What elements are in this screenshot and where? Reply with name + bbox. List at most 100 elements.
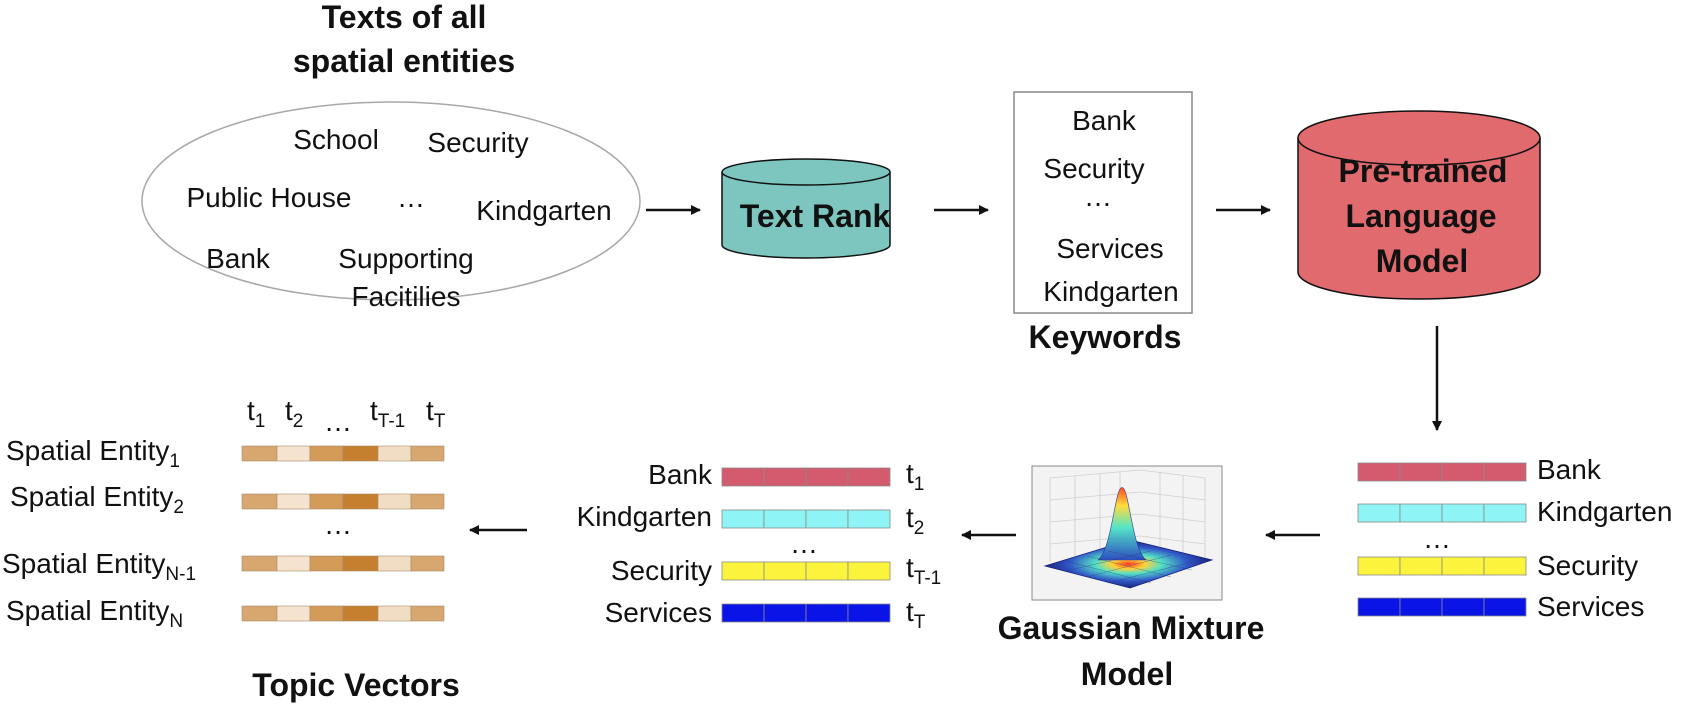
plm-label-line1: Pre-trained [1339,153,1508,189]
keywords-box: Bank Security … Services Kindgarten Keyw… [1013,91,1193,355]
topic-vector-cell [342,493,379,510]
topic-vector-cell [276,493,311,510]
topic-vector-cell [342,555,379,572]
gmm-surface-base [1043,539,1214,589]
embedding-label: Bank [1537,454,1602,485]
embedding-vector-cell [1483,503,1527,523]
topic-vector-cell [241,555,278,572]
topic-vector-cell [309,605,344,622]
entities-section: Texts of all spatial entities School Sec… [141,0,641,312]
topic-vector-cell [805,509,849,529]
tv-header-t: tT [426,395,446,432]
topic-vector-cell [410,555,445,572]
topic-vector-cell [721,561,765,581]
topic-vector-cell [342,445,379,462]
topic-vector-cell [847,467,891,487]
entity-text: Kindgarten [476,195,611,226]
topic-vector-cell [309,555,344,572]
entity-text: Bank [206,243,271,274]
topic-word-label: Services [605,597,712,628]
topic-vector-cell [721,509,765,529]
embedding-vector-cell [1357,597,1401,617]
topic-vector-cell [342,605,379,622]
tv-entity-label: Spatial EntityN-1 [2,548,196,585]
topic-word-label: Security [611,555,712,586]
gmm-surface-mesh [1065,550,1193,584]
embedding-vectors [1357,462,1527,617]
tv-header-ellipsis: … [324,406,352,437]
topic-vector-cell [410,493,445,510]
textrank-cylinder: Text Rank [721,158,891,259]
topic-vector-cell [763,603,807,623]
textrank-top [721,158,891,186]
tv-entity-label: Spatial EntityN [6,595,183,632]
keyword-item: Services [1056,233,1163,264]
topic-vector-cell [241,445,278,462]
embedding-vector-cell [1441,556,1485,576]
embedding-vector-cell [1357,462,1401,482]
topic-word-label: Kindgarten [577,501,712,532]
embedding-vector-cell [1399,597,1443,617]
gmm-label-line1: Gaussian Mixture [998,610,1265,646]
textrank-body [721,172,891,259]
gmm-surface-peak [1097,487,1147,561]
topic-vector-cell [410,445,445,462]
topic-vector-cell [309,493,344,510]
topic-vector-cell [377,493,412,510]
embedding-vector-cell [1399,556,1443,576]
topic-vector-cell [763,561,807,581]
topic-vector-cell [721,467,765,487]
plm-body [1297,138,1541,300]
keywords-frame [1013,91,1193,314]
embedding-vector-cell [1399,462,1443,482]
topic-vector-cell [276,605,311,622]
topic-vector-cell [241,605,278,622]
topic-vector-cell [309,445,344,462]
entity-text: Supporting [338,243,473,274]
topic-vector-cell [763,509,807,529]
entity-ellipsis: … [397,182,425,213]
topic-word-label: Bank [648,459,713,490]
tv-header-t: tT-1 [370,395,405,432]
topic-vector-cell [847,561,891,581]
topic-vector-cell [377,605,412,622]
topic-ellipsis: … [790,528,818,559]
embedding-vector-cell [1483,597,1527,617]
keyword-ellipsis: … [1084,181,1112,212]
topic-vector-cell [763,467,807,487]
topic-vector-cell [377,445,412,462]
topic-vector-cell [847,509,891,529]
tv-header-t: t2 [285,395,303,432]
topic-vectors-grid [241,445,445,622]
entities-title-line1: Texts of all [322,0,487,35]
embedding-label: Kindgarten [1537,496,1672,527]
topic-vector-cell [241,493,278,510]
plm-label-line3: Model [1376,243,1468,279]
topic-vector-cell [847,603,891,623]
entities-title-line2: spatial entities [293,43,515,79]
embedding-vector-cell [1441,597,1485,617]
entities-ellipse [141,101,641,301]
topic-vector-cell [805,467,849,487]
topic-vectors-caption: Topic Vectors [252,667,459,703]
topic-vector-cell [276,445,311,462]
topic-vectors-middle [721,467,891,623]
keyword-item: Security [1043,153,1144,184]
embedding-label: Security [1537,550,1638,581]
embedding-vector-cell [1441,462,1485,482]
textrank-label: Text Rank [740,198,891,234]
topic-vector-cell [276,555,311,572]
entity-text: School [293,124,379,155]
entity-text: Security [427,127,528,158]
embedding-vector-cell [1399,503,1443,523]
topic-id-label: tT [906,596,926,633]
topic-id-label: t1 [906,458,924,495]
tv-entity-label: Spatial Entity2 [10,481,184,518]
keywords-caption: Keywords [1029,319,1182,355]
keyword-item: Kindgarten [1043,276,1178,307]
plm-cylinder: Pre-trained Language Model [1297,110,1541,300]
topic-vector-cell [805,603,849,623]
entity-text: Facitilies [352,281,461,312]
topic-id-label: tT-1 [906,552,941,589]
